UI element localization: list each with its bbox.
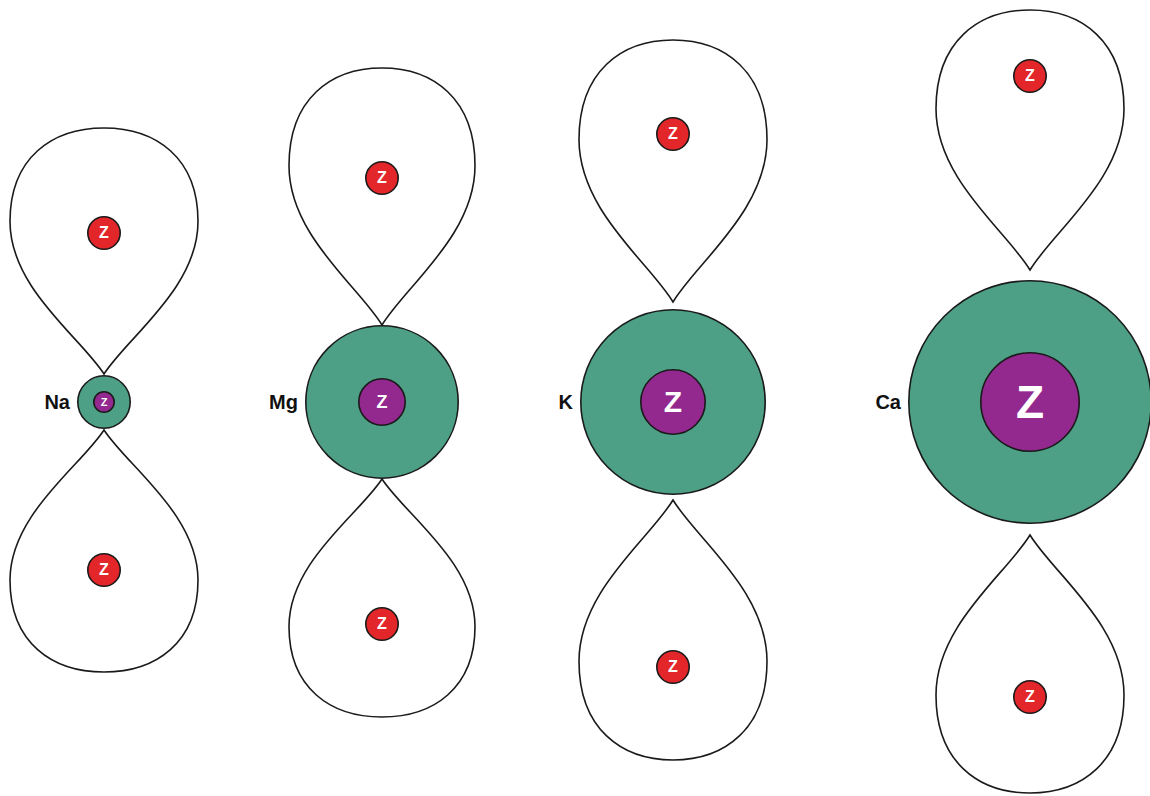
electron-circle: Z — [365, 607, 399, 641]
atom-core: CaZ — [908, 280, 1150, 524]
atom-core-fill — [581, 310, 765, 494]
orbital-lobe — [936, 10, 1124, 270]
electron-circle-fill — [1014, 681, 1046, 713]
charge-label: Z — [668, 659, 678, 675]
orbital-lobe — [579, 40, 767, 302]
electron-circle-fill — [88, 554, 120, 586]
atom-core: KZ — [580, 309, 766, 495]
charge-label: Z — [1025, 689, 1035, 705]
element-symbol: Ca — [875, 392, 901, 412]
electron-circle: Z — [1013, 680, 1047, 714]
charge-label: Z — [101, 397, 108, 408]
atom-core-fill — [909, 281, 1150, 523]
electron-circle-fill — [1014, 60, 1046, 92]
electron-circle: Z — [365, 161, 399, 195]
electron-circle: Z — [1013, 59, 1047, 93]
nucleus-circle: Z — [93, 391, 115, 413]
orbital-lobe — [10, 430, 198, 672]
charge-label: Z — [99, 225, 109, 241]
electron-circle: Z — [87, 216, 121, 250]
charge-label: Z — [377, 393, 388, 411]
orbital-lobe — [289, 479, 475, 717]
electron-circle-fill — [88, 217, 120, 249]
element-symbol: Mg — [269, 392, 298, 412]
electron-circle-fill — [366, 162, 398, 194]
element-symbol: K — [559, 392, 573, 412]
charge-label: Z — [1016, 379, 1044, 425]
nucleus-circle-fill — [981, 353, 1079, 451]
electron-circle-fill — [366, 608, 398, 640]
nucleus-circle: Z — [640, 369, 706, 435]
orbital-lobe — [10, 128, 198, 374]
nucleus-circle-fill — [641, 370, 705, 434]
nucleus-circle-fill — [359, 379, 405, 425]
atom-core-fill — [306, 326, 458, 478]
charge-label: Z — [99, 562, 109, 578]
charge-label: Z — [664, 387, 682, 417]
atom-core-fill — [78, 376, 130, 428]
nucleus-circle: Z — [358, 378, 406, 426]
atom-core: NaZ — [77, 375, 131, 429]
electron-circle: Z — [656, 117, 690, 151]
orbital-lobe — [936, 535, 1124, 793]
charge-label: Z — [377, 170, 387, 186]
electron-circle-fill — [657, 651, 689, 683]
electron-circle-fill — [657, 118, 689, 150]
orbital-lobe — [289, 68, 475, 325]
electron-circle: Z — [87, 553, 121, 587]
electron-circle: Z — [656, 650, 690, 684]
nucleus-circle-fill — [94, 392, 114, 412]
charge-label: Z — [668, 126, 678, 142]
orbital-lobe — [579, 500, 767, 760]
nucleus-circle: Z — [980, 352, 1080, 452]
charge-label: Z — [377, 616, 387, 632]
atom-core: MgZ — [305, 325, 459, 479]
charge-label: Z — [1025, 68, 1035, 84]
element-symbol: Na — [44, 392, 70, 412]
